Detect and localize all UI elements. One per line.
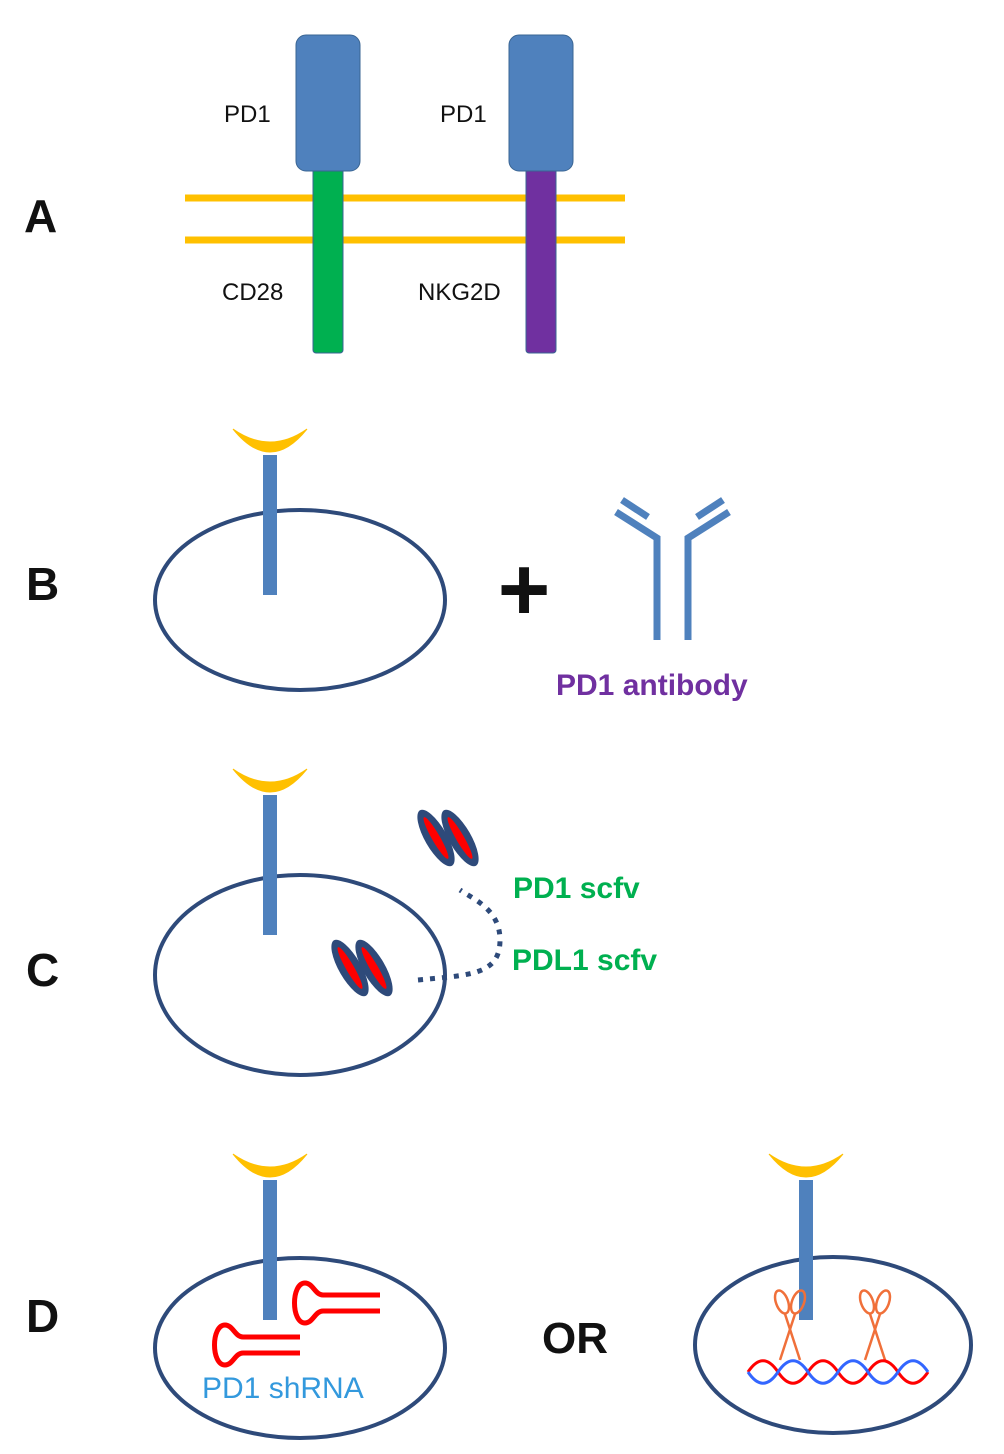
pd1-label-left: PD1 <box>224 101 271 128</box>
pd1-scfv-label: PD1 scfv <box>513 872 640 905</box>
or-label: OR <box>542 1314 608 1363</box>
panel-b: B + PD1 antibody <box>26 428 748 702</box>
panel-d-letter: D <box>26 1290 59 1342</box>
cd28-intracellular-domain <box>312 164 344 354</box>
car-t-cell-b <box>153 508 447 692</box>
panel-c: C PD1 scfv PDL1 scfv <box>26 768 657 1077</box>
pd1-shrna-label: PD1 shRNA <box>202 1372 364 1405</box>
car-t-cell-d-crispr <box>693 1255 973 1435</box>
panel-a-letter: A <box>24 190 57 242</box>
scfv-dotted-connector <box>417 887 503 983</box>
dna-strand-blue <box>746 1359 930 1385</box>
panel-b-letter: B <box>26 558 59 610</box>
nkg2d-intracellular-domain <box>525 164 557 354</box>
nkg2d-label: NKG2D <box>418 279 501 306</box>
panel-a: A PD1 CD28 PD1 NKG2D <box>24 34 625 354</box>
panel-d: D PD1 shRNA OR <box>26 1153 973 1440</box>
car-t-cell-d-shrna <box>153 1256 447 1440</box>
pd1-antibody-label: PD1 antibody <box>556 669 748 702</box>
pd1-label-right: PD1 <box>440 101 487 128</box>
pd1-antibody-icon <box>614 497 731 640</box>
pd1-scfv-secreted <box>410 804 486 872</box>
panel-c-letter: C <box>26 944 59 996</box>
pdl1-scfv-label: PDL1 scfv <box>512 944 657 977</box>
pd1-extracellular-domain-right <box>508 34 574 172</box>
cd28-label: CD28 <box>222 279 283 306</box>
plus-sign: + <box>498 540 551 640</box>
pd1-extracellular-domain-left <box>295 34 361 172</box>
car-t-cell-c <box>153 873 447 1077</box>
